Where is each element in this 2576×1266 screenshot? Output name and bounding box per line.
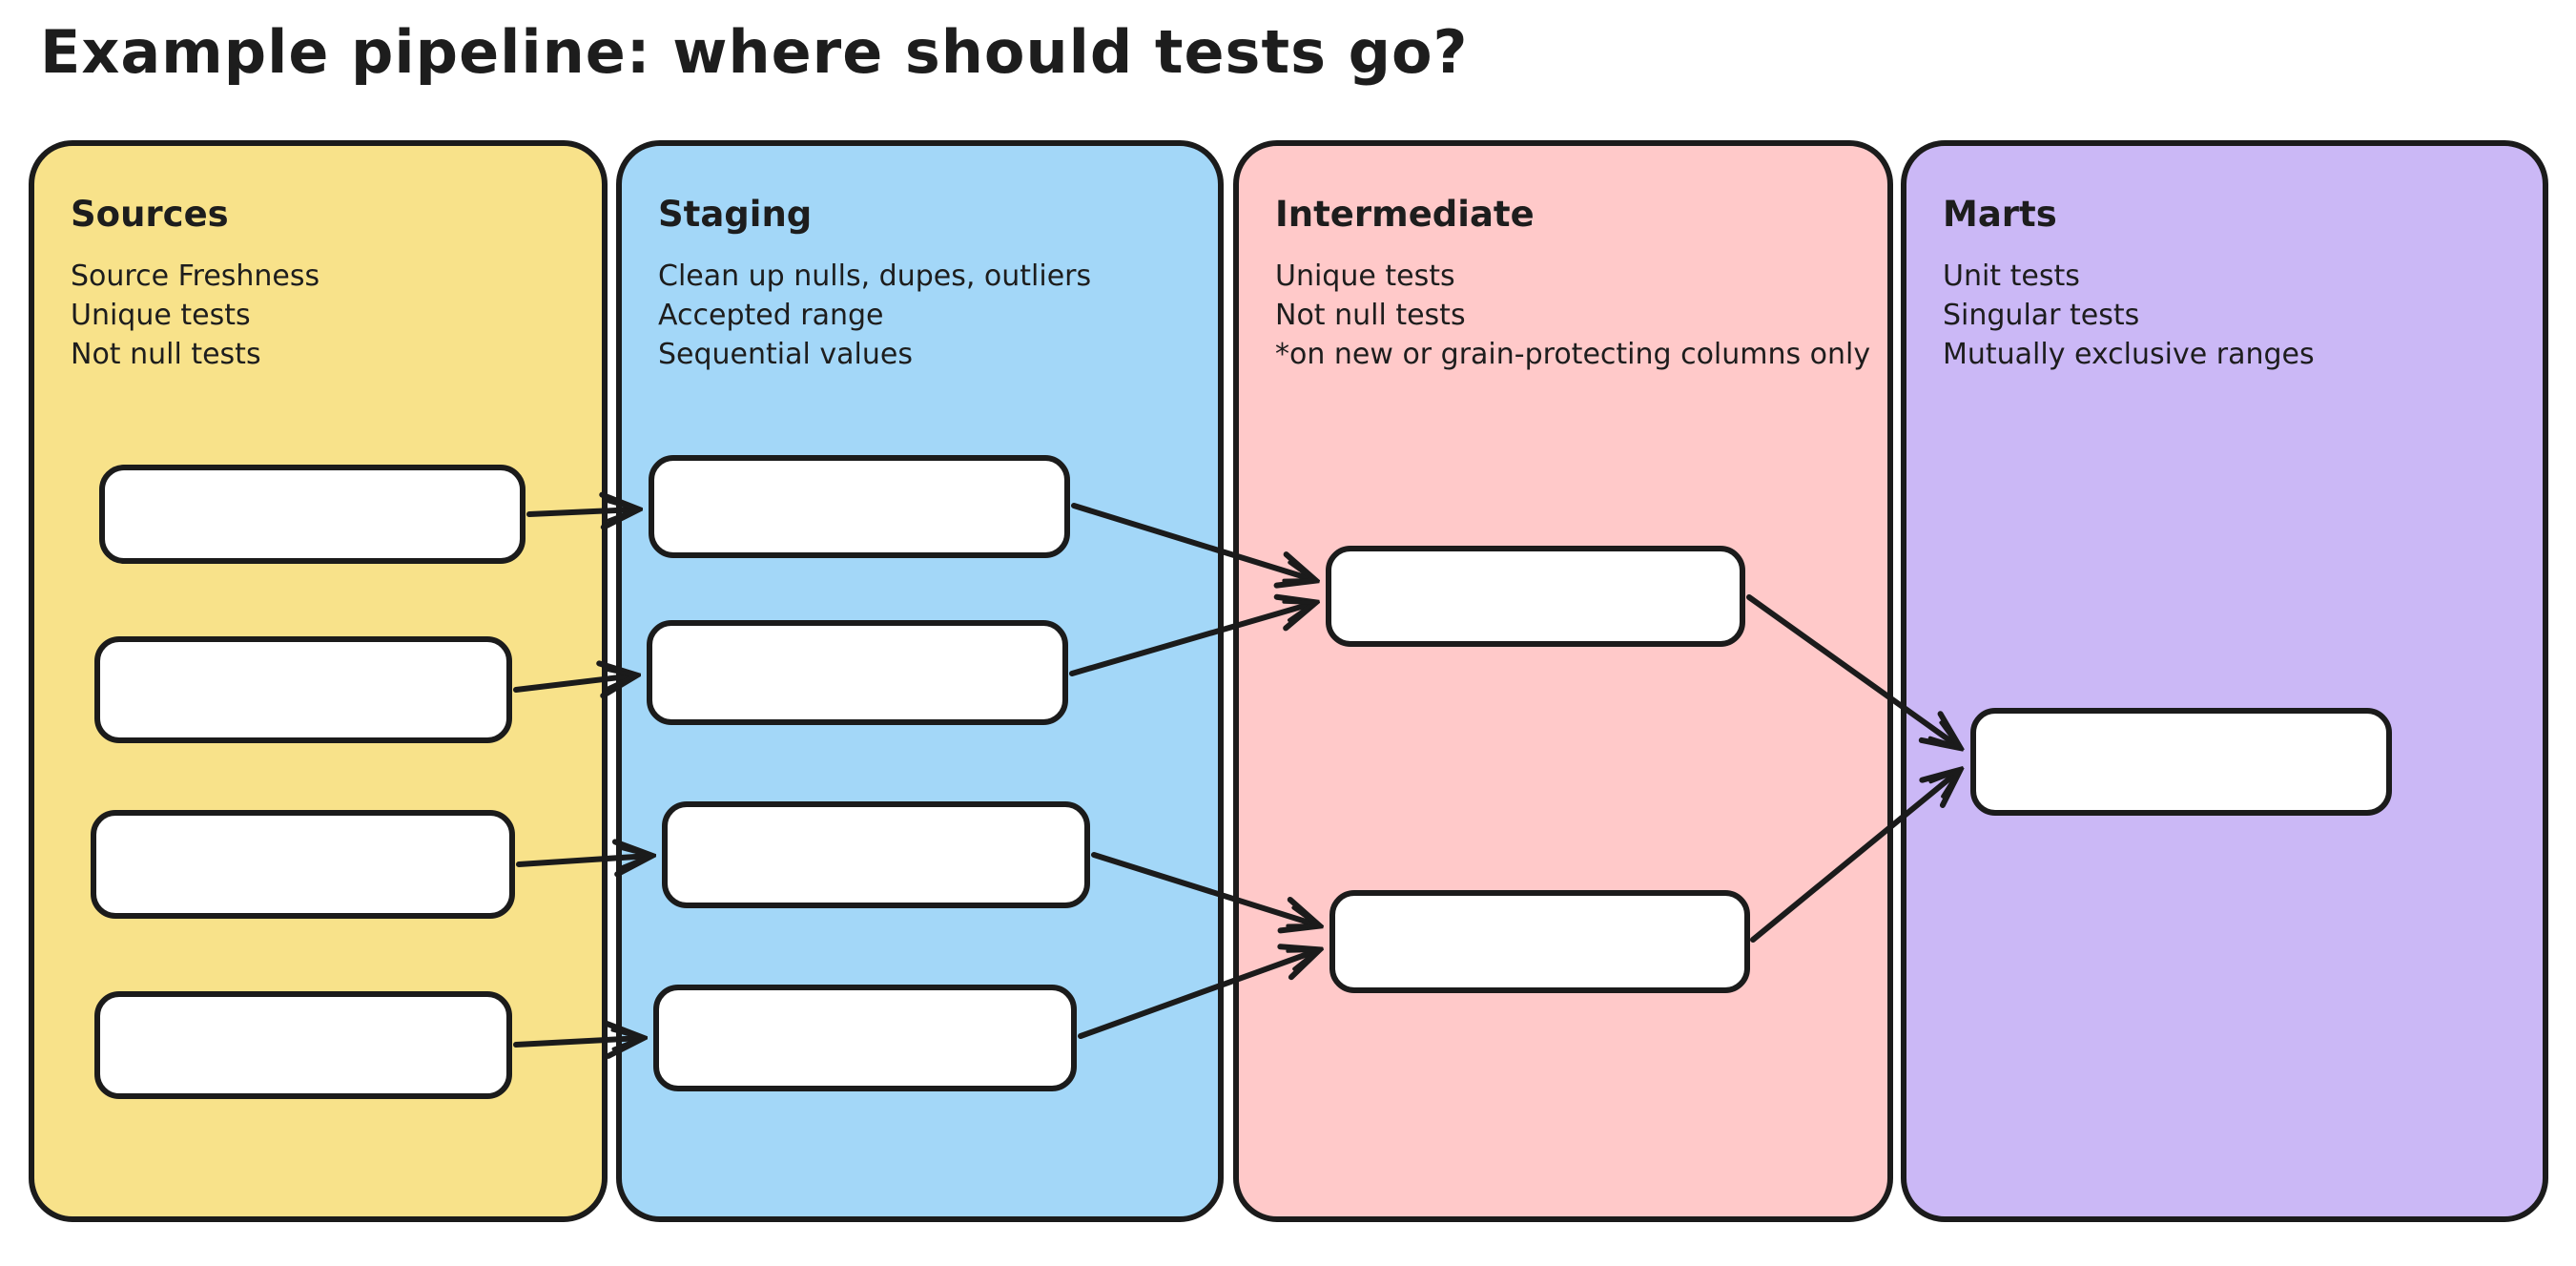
node-staging-2: [647, 620, 1068, 725]
node-sources-4: [94, 991, 512, 1099]
node-staging-4: [653, 985, 1077, 1091]
test-item: Mutually exclusive ranges: [1943, 338, 2315, 371]
column-staging-tests: Clean up nulls, dupes, outliers Accepted…: [658, 257, 1091, 374]
test-item: Unique tests: [1275, 259, 1455, 293]
column-sources-tests: Source Freshness Unique tests Not null t…: [71, 257, 319, 374]
node-sources-1: [99, 465, 526, 564]
column-intermediate-title: Intermediate: [1275, 194, 1535, 235]
column-marts-title: Marts: [1943, 194, 2057, 235]
test-item: Sequential values: [658, 338, 913, 371]
test-item: Unit tests: [1943, 259, 2080, 293]
column-intermediate-tests: Unique tests Not null tests *on new or g…: [1275, 257, 1870, 374]
test-item: Not null tests: [1275, 299, 1466, 332]
column-sources-title: Sources: [71, 194, 229, 235]
node-marts-1: [1970, 708, 2392, 816]
node-intermediate-2: [1329, 890, 1750, 993]
column-staging-title: Staging: [658, 194, 813, 235]
test-item: Clean up nulls, dupes, outliers: [658, 259, 1092, 293]
test-item: Not null tests: [71, 338, 261, 371]
node-staging-3: [662, 801, 1090, 908]
test-item: Unique tests: [71, 299, 251, 332]
column-marts: Marts Unit tests Singular tests Mutually…: [1901, 140, 2548, 1222]
test-item: Singular tests: [1943, 299, 2140, 332]
test-item: Accepted range: [658, 299, 884, 332]
node-sources-3: [91, 810, 515, 919]
node-staging-1: [649, 455, 1070, 558]
node-sources-2: [94, 636, 512, 743]
test-item: *on new or grain-protecting columns only: [1275, 338, 1871, 371]
node-intermediate-1: [1326, 546, 1745, 647]
page-title: Example pipeline: where should tests go?: [40, 17, 1469, 87]
column-intermediate: Intermediate Unique tests Not null tests…: [1233, 140, 1893, 1222]
test-item: Source Freshness: [71, 259, 320, 293]
column-marts-tests: Unit tests Singular tests Mutually exclu…: [1943, 257, 2315, 374]
